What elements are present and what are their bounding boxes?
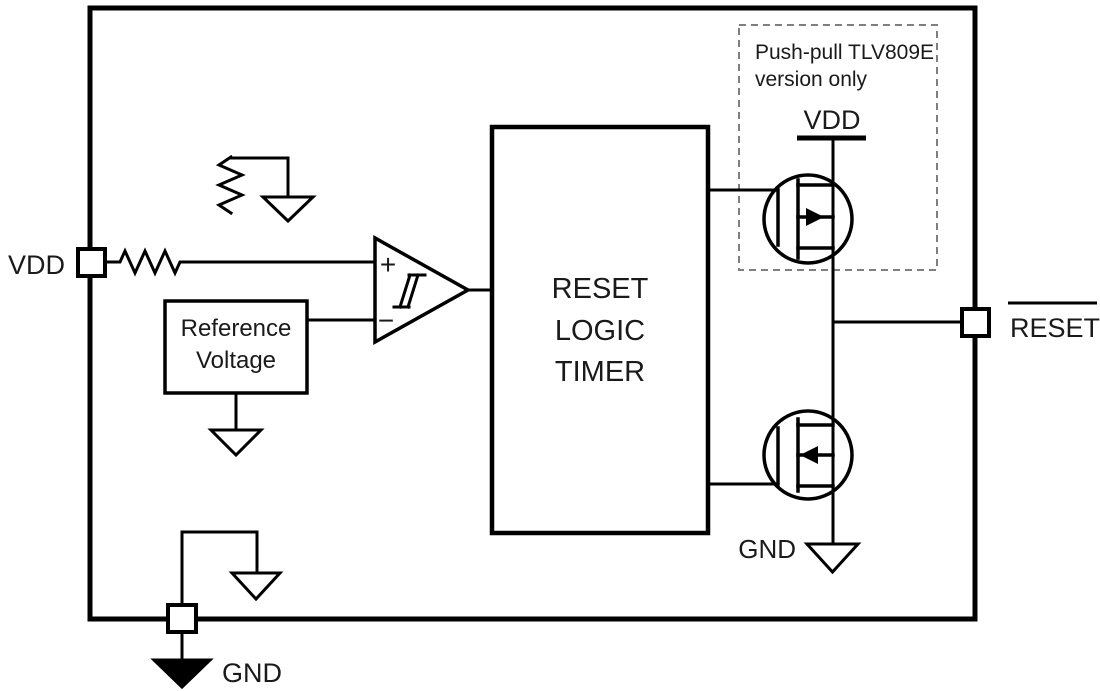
- push-pull-note-line1: Push-pull TLV809E: [755, 41, 934, 64]
- ground-filled-icon: [150, 658, 214, 690]
- gnd-pin-label: GND: [222, 658, 282, 688]
- reset-logic-timer-box: [489, 124, 711, 536]
- ground-icon: [207, 428, 265, 458]
- gnd-internal-wire: [180, 530, 259, 607]
- comparator-minus-input-label: −: [378, 305, 394, 336]
- nmos-transistor-icon: [706, 409, 854, 501]
- pmos-arrow-icon: [806, 208, 824, 226]
- push-pull-dashed-box: [738, 24, 938, 271]
- timer-label-line3: TIMER: [555, 356, 645, 388]
- gnd-rail-label: GND: [738, 534, 796, 564]
- push-pull-note-line2: version only: [755, 68, 868, 91]
- series-resistor-icon: [103, 247, 377, 277]
- reset-pin: RESET: [960, 301, 1100, 343]
- vdd-input-path: [103, 154, 377, 277]
- ground-icon: [228, 571, 284, 602]
- vdd-pin: VDD: [8, 247, 107, 280]
- reference-voltage-block: Reference Voltage: [163, 299, 377, 458]
- reference-voltage-label-line1: Reference: [181, 315, 292, 342]
- gnd-pin: GND: [150, 530, 284, 690]
- push-pull-region: Push-pull TLV809E version only: [738, 24, 938, 271]
- reference-voltage-label-line2: Voltage: [196, 347, 276, 374]
- pmos-transistor-icon: [706, 173, 854, 265]
- timer-label-line2: LOGIC: [555, 315, 645, 347]
- vdd-pin-label: VDD: [8, 250, 65, 280]
- nmos-body-circle: [762, 409, 854, 501]
- pmos-body-circle: [762, 173, 854, 265]
- reset-pin-label: RESET: [1010, 313, 1100, 343]
- ic-boundary-box: [87, 5, 978, 622]
- divider-ground-wire: [229, 156, 290, 199]
- ground-icon: [259, 195, 317, 224]
- comparator-triangle: [373, 235, 472, 345]
- vdd-rail-label: VDD: [803, 105, 860, 135]
- hysteresis-icon: [392, 273, 427, 309]
- reset-pin-square: [960, 307, 991, 338]
- nmos-arrow-icon: [800, 446, 818, 464]
- vdd-rail: VDD: [797, 105, 866, 141]
- ground-icon: [803, 542, 862, 575]
- comparator-plus-input-label: +: [380, 249, 396, 280]
- reset-logic-timer-block: RESET LOGIC TIMER: [489, 124, 711, 536]
- vdd-pin-square: [76, 247, 107, 278]
- divider-resistor-icon: [215, 154, 246, 216]
- gnd-pin-square: [166, 603, 198, 634]
- comparator-icon: + −: [373, 235, 494, 345]
- timer-label-line1: RESET: [552, 273, 649, 305]
- gnd-rail: GND: [738, 534, 862, 575]
